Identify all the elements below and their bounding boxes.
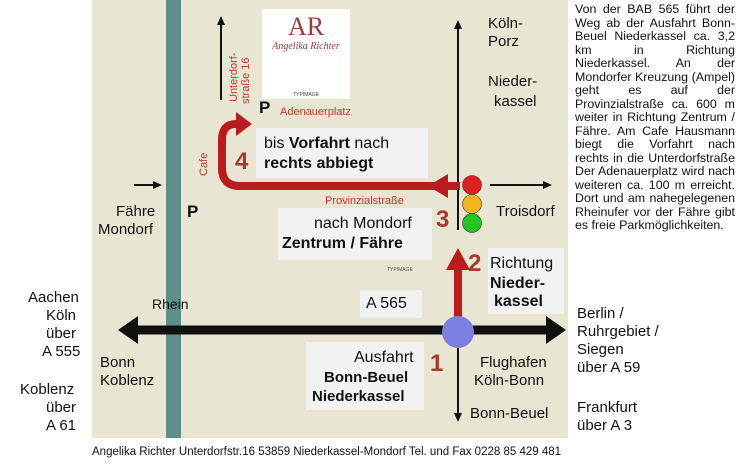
step-3-box [278, 208, 432, 260]
label-koeln-bonn: Köln-Bonn [474, 372, 545, 389]
label-a555: A 555 [42, 343, 81, 360]
label-rhein: Rhein [152, 296, 189, 312]
traffic-light-yellow [462, 194, 482, 214]
route-path [218, 112, 470, 318]
label-berlin: Berlin / [577, 305, 624, 322]
label-a61: A 61 [46, 417, 77, 434]
directions-description: Von der BAB 565 führt der Weg ab der Aus… [575, 2, 735, 232]
step-1-line-2: Bonn-Beuel [324, 369, 409, 386]
a565-box [360, 290, 422, 318]
label-ueber-2: über [46, 399, 77, 416]
label-bonn: Bonn [100, 354, 136, 371]
step-1-line-1: Ausfahrt [354, 349, 414, 366]
step-1-line-3: Niederkassel [312, 388, 405, 405]
label-koeln: Köln [46, 307, 77, 324]
label-niederkassel-2: kassel [494, 93, 537, 110]
logo-name: Angelika Richter [272, 41, 340, 52]
a565-arrow-east [546, 316, 566, 344]
label-koblenz: Koblenz [20, 381, 75, 398]
label-aachen: Aachen [28, 289, 79, 306]
label-frankfurt: Frankfurt [577, 399, 638, 416]
label-koeln-porz-1: Köln- [488, 15, 524, 32]
label-faehre: Fähre [116, 203, 156, 220]
parking-adenauerplatz-icon: P [259, 98, 271, 117]
step-4-line-1: bis Vorfahrt nach [264, 135, 390, 152]
step-2-number: 2 [468, 250, 482, 277]
label-troisdorf: Troisdorf [496, 203, 555, 220]
label-bonn-beuel: Bonn-Beuel [470, 405, 549, 422]
label-flughafen: Flughafen [480, 354, 547, 371]
label-unterdorfstrasse-1: Unterdorf- [228, 52, 240, 102]
step-3-line-1: nach Mondorf [314, 215, 412, 232]
step-2-box [488, 248, 564, 314]
label-niederkassel-1: Nieder- [488, 73, 538, 90]
label-tiny-logo: TYPIMAGE [387, 267, 413, 273]
junction-marker [442, 316, 474, 348]
a565-arrow-west [118, 316, 138, 344]
step-2-line-2: Nieder- [490, 275, 546, 292]
label-koeln-porz-2: Porz [488, 33, 519, 50]
step-1-number: 1 [430, 350, 444, 377]
step-4-line-2: rechts abbiegt [264, 155, 374, 172]
label-siegen: Siegen [577, 341, 624, 358]
label-koblenz-local: Koblenz [100, 372, 155, 389]
step-3-line-2: Zentrum / Fähre [282, 235, 403, 252]
step-3-number: 3 [436, 206, 450, 233]
label-unterdorfstrasse-2: straße 16 [240, 57, 252, 104]
label-ruhrgebiet: Ruhrgebiet / [577, 323, 659, 340]
logo-tagline: TYPIMAGE [293, 92, 319, 98]
label-provinzialstrasse: Provinzialstraße [325, 195, 404, 207]
traffic-light-red [462, 175, 482, 195]
label-a3: über A 3 [577, 417, 633, 434]
step-4-number: 4 [235, 148, 249, 175]
label-a565: A 565 [366, 295, 407, 312]
step-2-line-1: Richtung [490, 255, 554, 272]
label-cafe: Cafe [198, 152, 210, 176]
step-2-line-3: kassel [494, 293, 543, 310]
step-1-box [306, 342, 424, 410]
label-a59: über A 59 [577, 359, 641, 376]
parking-faehre-icon: P [187, 202, 199, 221]
label-ueber-1: über [46, 325, 77, 342]
rhein-river [166, 0, 181, 438]
label-adenauerplatz: Adenauerplatz [280, 106, 351, 118]
logo-initials: AR [287, 12, 325, 41]
logo: AR Angelika Richter TYPIMAGE [262, 9, 350, 99]
traffic-light-green [462, 213, 482, 233]
step-4-box [256, 128, 428, 178]
label-mondorf: Mondorf [98, 221, 154, 238]
footer-address: Angelika Richter Unterdorfstr.16 53859 N… [92, 446, 562, 458]
